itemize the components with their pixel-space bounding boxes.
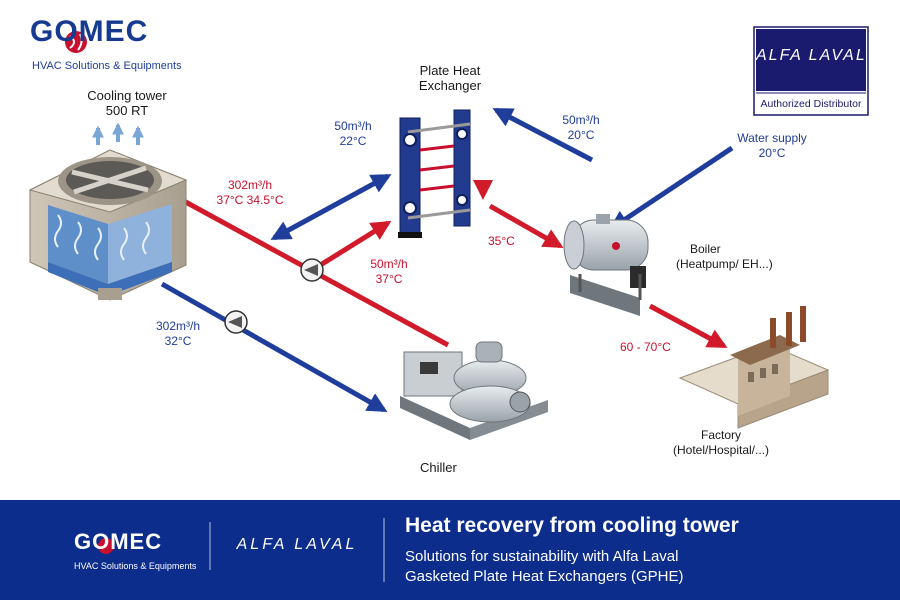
footer-subtitle-line1: Solutions for sustainability with Alfa L… — [405, 548, 679, 565]
water-supply-line2: 20°C — [758, 146, 786, 160]
footer-gomec-logo: GOMEC — [74, 531, 162, 553]
phe-title-line1: Plate Heat — [419, 63, 481, 78]
footer-gomec-tagline: HVAC Solutions & Equipments — [74, 561, 197, 571]
flow-return-line2: 22°C — [339, 134, 367, 148]
gomec-tagline: HVAC Solutions & Equipments — [32, 60, 182, 72]
flow-cold-main-label: 302m³/h 32°C — [138, 319, 218, 349]
cooling-tower-line2: 500 RT — [105, 103, 149, 118]
footer-subtitle-line2: Gasketed Plate Heat Exchangers (GPHE) — [405, 568, 684, 585]
chiller-label: Chiller — [420, 460, 457, 475]
boiler-icon — [563, 214, 649, 316]
gomec-footer-globe-icon — [98, 538, 114, 554]
hot-to-factory-pipe — [648, 303, 728, 349]
boiler-label: Boiler (Heatpump/ EH...) — [676, 242, 773, 272]
phe-title-line2: Exchanger — [418, 78, 482, 93]
alfa-laval-authorized-text: Authorized Distributor — [760, 98, 862, 110]
cold-main-pipe — [160, 281, 388, 413]
factory-line2: (Hotel/Hospital/...) — [672, 443, 770, 457]
alfa-laval-badge — [753, 26, 869, 116]
flow-return-line1: 50m³/h — [334, 119, 372, 133]
footer-gomec-logo-text: GOMEC — [74, 529, 163, 554]
footer-title: Heat recovery from cooling tower — [405, 514, 739, 537]
boiler-line2: (Heatpump/ EH...) — [676, 257, 773, 271]
temp-60-70-label: 60 - 70°C — [620, 340, 671, 354]
gomec-logo-text: GOMEC — [30, 15, 149, 48]
factory-line1: Factory — [700, 428, 741, 442]
gomec-logo: GOMEC — [30, 17, 148, 47]
flow-hot-main-line2: 37°C 34.5°C — [216, 193, 284, 207]
factory-label: Factory (Hotel/Hospital/...) — [656, 428, 786, 458]
phe-title: Plate Heat Exchanger — [400, 63, 500, 93]
flow-cold-main-line2: 32°C — [164, 334, 192, 348]
flow-water-line2: 20°C — [567, 128, 595, 142]
flow-phe-in-line2: 37°C — [375, 272, 403, 286]
chiller-icon — [400, 341, 548, 440]
water-supply-label: Water supply 20°C — [722, 131, 822, 161]
cooling-tower-label: Cooling tower 500 RT — [72, 88, 182, 118]
flow-cold-main-line1: 302m³/h — [155, 319, 201, 333]
warm-to-boiler-pipe — [488, 203, 564, 249]
cooling-tower-icon — [28, 149, 188, 301]
flow-hot-main-label: 302m³/h 37°C 34.5°C — [200, 178, 300, 208]
water-in-pipe — [492, 107, 594, 163]
plate-heat-exchanger-icon — [398, 109, 471, 238]
pump-cold-icon — [224, 310, 248, 334]
water-supply-line1: Water supply — [737, 131, 807, 145]
temp-35-label: 35°C — [488, 234, 515, 248]
flow-water-label: 50m³/h 20°C — [546, 113, 616, 143]
pump-hot-icon — [300, 258, 324, 282]
flow-return-label: 50m³/h 22°C — [318, 119, 388, 149]
gomec-globe-icon — [65, 31, 87, 53]
footer-band — [0, 500, 900, 600]
water-supply-pipe — [608, 145, 734, 231]
factory-icon — [678, 306, 830, 429]
footer-alfa-laval-logo: ALFA LAVAL — [236, 536, 358, 553]
flow-water-line1: 50m³/h — [562, 113, 600, 127]
alfa-laval-logo-text: ALFA LAVAL — [756, 47, 867, 64]
flow-phe-in-line1: 50m³/h — [370, 257, 408, 271]
flow-phe-in-label: 50m³/h 37°C — [354, 257, 424, 287]
flow-hot-main-line1: 302m³/h — [227, 178, 273, 192]
cooling-tower-line1: Cooling tower — [87, 88, 167, 103]
return-pipe — [270, 173, 392, 241]
boiler-line1: Boiler — [690, 242, 721, 256]
